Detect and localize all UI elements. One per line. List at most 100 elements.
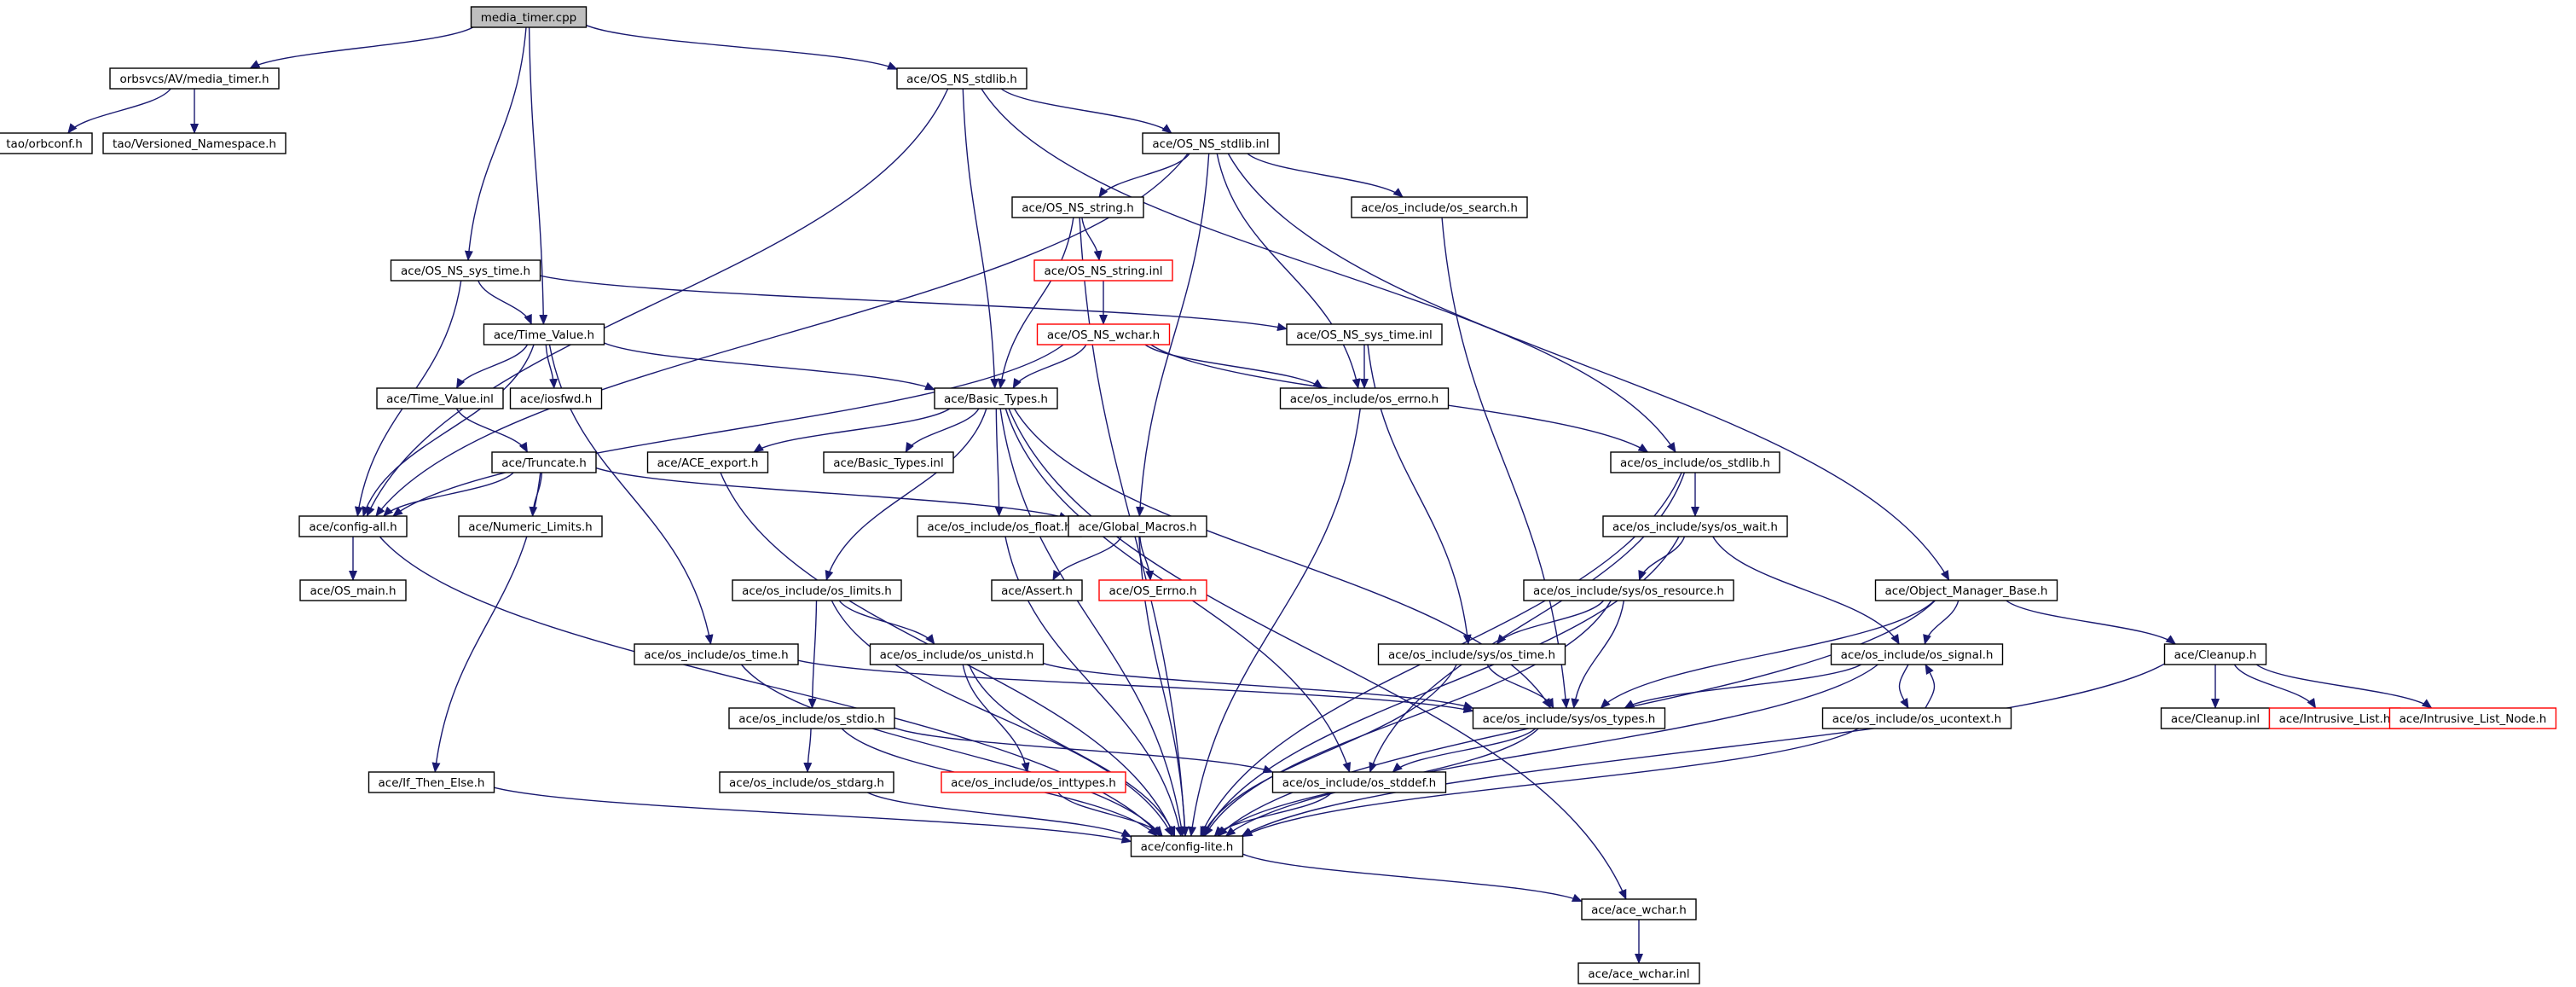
dependency-edge (838, 600, 935, 645)
node-box (732, 579, 902, 601)
graph-node[interactable]: ace/iosfwd.h (509, 387, 603, 409)
dependency-edge (753, 408, 951, 453)
node-label: orbsvcs/AV/media_timer.h (119, 73, 269, 86)
graph-node[interactable]: ace/Time_Value.h (483, 323, 605, 345)
graph-node[interactable]: ace/os_include/sys/os_resource.h (1523, 579, 1734, 601)
graph-node[interactable]: ace/os_include/os_stdio.h (728, 707, 895, 729)
dependency-edge (595, 467, 1069, 520)
node-box (299, 579, 407, 601)
graph-node[interactable]: orbsvcs/AV/media_timer.h (109, 67, 280, 90)
node-box (1033, 259, 1173, 282)
dependency-edge (1712, 536, 1900, 645)
node-box (646, 451, 769, 473)
node-box (109, 67, 280, 90)
node-label: ace/ACE_export.h (657, 456, 759, 470)
dependency-edge (1139, 536, 1155, 581)
graph-node[interactable]: ace/OS_NS_wchar.h (1036, 323, 1171, 345)
dependency-edge (1898, 664, 1909, 709)
node-box (1610, 451, 1780, 473)
graph-node[interactable]: ace/OS_NS_string.inl (1033, 259, 1173, 282)
dependency-edge (1012, 344, 1087, 389)
dependency-edge (586, 24, 898, 70)
graph-node[interactable]: ace/os_include/sys/os_types.h (1472, 707, 1666, 729)
graph-node[interactable]: ace/Assert.h (991, 579, 1083, 601)
graph-node[interactable]: ace/os_include/os_unistd.h (869, 643, 1045, 665)
node-box (869, 643, 1045, 665)
graph-node[interactable]: tao/orbconf.h (0, 132, 93, 154)
graph-node[interactable]: ace/os_include/os_search.h (1351, 196, 1528, 218)
node-box (1271, 771, 1447, 793)
graph-node[interactable]: ace/OS_main.h (299, 579, 407, 601)
graph-node[interactable]: ace/os_include/os_errno.h (1279, 387, 1450, 409)
node-box (483, 323, 605, 345)
graph-node[interactable]: ace/config-all.h (298, 515, 408, 537)
node-label: ace/OS_NS_wchar.h (1047, 328, 1160, 342)
graph-node[interactable]: ace/ACE_export.h (646, 451, 769, 473)
dependency-edge (1098, 153, 1190, 198)
graph-node[interactable]: ace/Numeric_Limits.h (458, 515, 603, 537)
node-label: ace/OS_Errno.h (1109, 584, 1196, 598)
graph-node[interactable]: ace/os_include/os_stddef.h (1271, 771, 1447, 793)
graph-node[interactable]: ace/os_include/os_stdlib.h (1610, 451, 1780, 473)
dependency-edge (604, 342, 935, 391)
node-label: ace/os_include/os_errno.h (1290, 392, 1439, 406)
dependency-edge (1052, 536, 1122, 581)
node-label: ace/OS_NS_string.inl (1044, 264, 1162, 278)
graph-node[interactable]: ace/os_include/os_inttypes.h (941, 771, 1126, 793)
node-box (1279, 387, 1450, 409)
graph-node[interactable]: ace/os_include/os_ucontext.h (1821, 707, 2012, 729)
node-box (458, 515, 603, 537)
graph-node[interactable]: ace/OS_NS_stdlib.inl (1142, 132, 1280, 154)
node-label: ace/Intrusive_List.h (2279, 712, 2391, 726)
graph-node[interactable]: ace/OS_NS_sys_time.inl (1286, 323, 1443, 345)
graph-node[interactable]: ace/Global_Macros.h (1068, 515, 1207, 537)
node-label: ace/Assert.h (1001, 584, 1073, 598)
dependency-edge (1600, 600, 1936, 709)
graph-node[interactable]: ace/Intrusive_List.h (2268, 707, 2401, 729)
graph-node[interactable]: ace/Basic_Types.inl (823, 451, 954, 473)
graph-node[interactable]: ace/Truncate.h (491, 451, 597, 473)
dependency-edge (2233, 664, 2317, 709)
dependency-edge (1136, 153, 1210, 517)
graph-node[interactable]: ace/os_include/sys/os_time.h (1377, 643, 1566, 665)
node-label: ace/OS_main.h (310, 584, 396, 598)
node-label: tao/Versioned_Namespace.h (113, 137, 276, 151)
graph-node[interactable]: tao/Versioned_Namespace.h (102, 132, 287, 154)
dependency-edge (455, 408, 529, 453)
dependency-edge (962, 88, 999, 389)
graph-node[interactable]: ace/os_include/os_stdarg.h (719, 771, 894, 793)
dependency-edge (1638, 536, 1686, 581)
node-box (390, 259, 541, 282)
graph-node[interactable]: ace/If_Then_Else.h (368, 771, 495, 793)
dependency-edge (1057, 792, 1163, 837)
node-box (509, 387, 603, 409)
graph-node[interactable]: ace/Cleanup.inl (2160, 707, 2271, 729)
graph-node[interactable]: media_timer.cpp (470, 6, 588, 28)
graph-node[interactable]: ace/os_include/os_float.h (917, 515, 1082, 537)
node-label: ace/OS_NS_sys_time.inl (1296, 328, 1433, 342)
dependency-edge (1008, 408, 1627, 900)
graph-node[interactable]: ace/Intrusive_List_Node.h (2388, 707, 2557, 729)
node-box (1577, 962, 1700, 984)
graph-node[interactable]: ace/os_include/os_limits.h (732, 579, 902, 601)
graph-node[interactable]: ace/Object_Manager_Base.h (1874, 579, 2058, 601)
graph-node[interactable]: ace/config-lite.h (1130, 835, 1244, 857)
graph-node[interactable]: ace/ace_wchar.inl (1577, 962, 1700, 984)
graph-node[interactable]: ace/os_include/os_signal.h (1830, 643, 2004, 665)
graph-node[interactable]: ace/Cleanup.h (2163, 643, 2267, 665)
graph-node[interactable]: ace/OS_NS_stdlib.h (896, 67, 1028, 90)
dependency-edge (383, 472, 514, 517)
graph-node[interactable]: ace/Basic_Types.h (934, 387, 1058, 409)
graph-node[interactable]: ace/ace_wchar.h (1581, 898, 1697, 920)
graph-node[interactable]: ace/OS_Errno.h (1098, 579, 1207, 601)
node-box (1830, 643, 2004, 665)
dependency-edge (2255, 664, 2433, 709)
node-label: media_timer.cpp (481, 11, 576, 25)
graph-node[interactable]: ace/Time_Value.inl (376, 387, 504, 409)
graph-node[interactable]: ace/OS_NS_sys_time.h (390, 259, 541, 282)
graph-node[interactable]: ace/os_include/sys/os_wait.h (1602, 515, 1788, 537)
node-box (1472, 707, 1666, 729)
node-label: ace/Global_Macros.h (1078, 520, 1196, 534)
graph-node[interactable]: ace/OS_NS_string.h (1011, 196, 1144, 218)
graph-node[interactable]: ace/os_include/os_time.h (634, 643, 799, 665)
